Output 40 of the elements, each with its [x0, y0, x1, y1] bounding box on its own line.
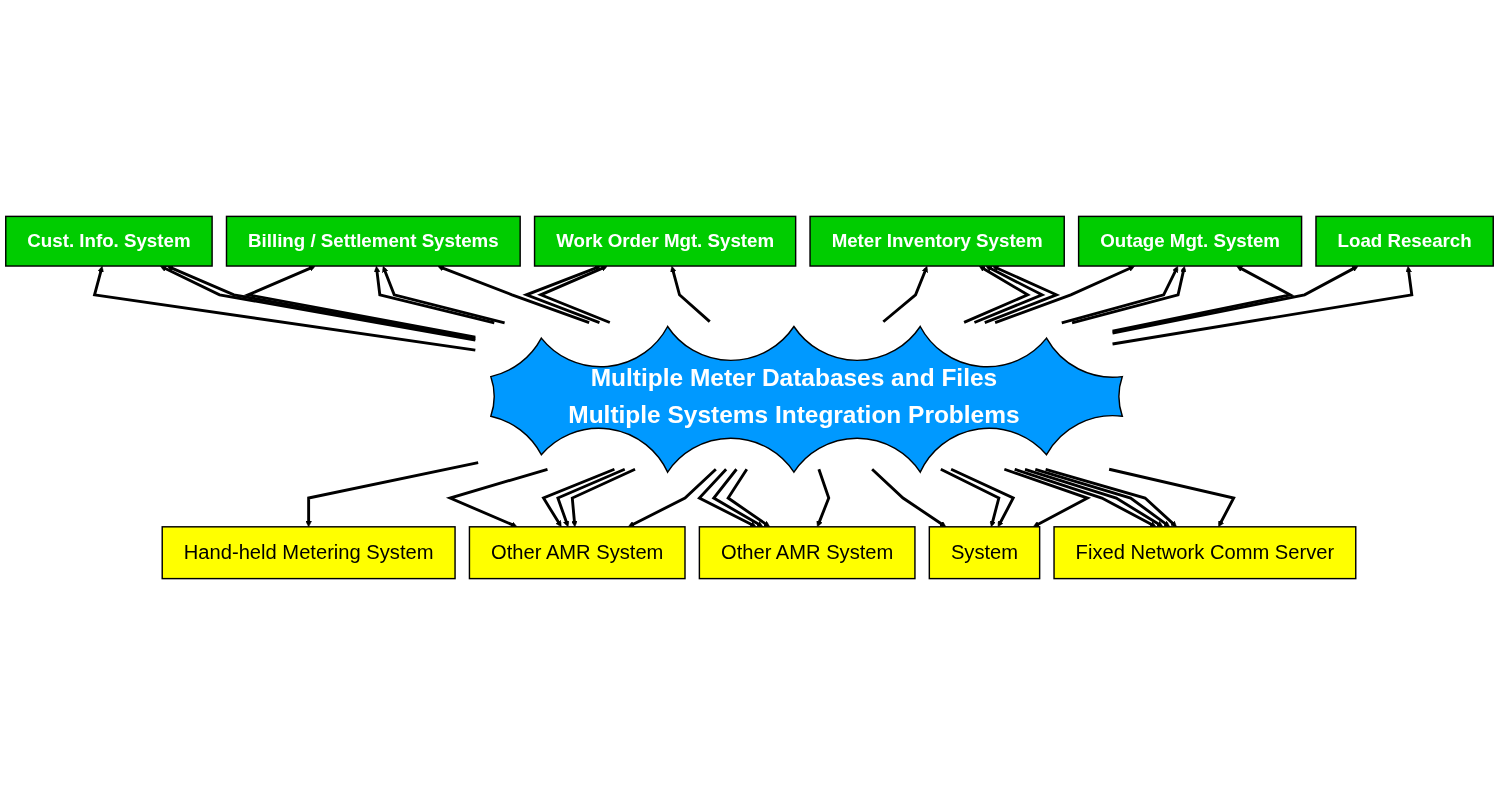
- node-box: Cust. Info. System: [5, 215, 213, 267]
- arrow: [670, 266, 711, 323]
- arrow: [726, 468, 771, 528]
- node-box: Billing / Settlement Systems: [225, 215, 521, 267]
- arrow: [711, 468, 764, 528]
- arrow: [243, 265, 476, 339]
- arrow: [697, 468, 757, 528]
- arrow: [882, 266, 928, 323]
- arrow: [556, 467, 626, 528]
- arrow: [1003, 467, 1092, 528]
- arrow: [437, 265, 590, 324]
- arrow: [963, 265, 1031, 324]
- node-box: Outage Mgt. System: [1077, 215, 1303, 267]
- arrow: [940, 467, 1001, 528]
- node-box: Other AMR System: [698, 526, 916, 580]
- arrow: [973, 265, 1046, 324]
- arrow: [445, 467, 548, 528]
- arrow: [984, 265, 1061, 324]
- arrow: [628, 468, 717, 528]
- arrow: [570, 467, 636, 528]
- node-box: Work Order Mgt. System: [533, 215, 797, 267]
- node-box: System: [928, 526, 1041, 580]
- node-box: Hand-held Metering System: [161, 526, 456, 580]
- node-box: Other AMR System: [468, 526, 686, 580]
- node-box: Meter Inventory System: [809, 215, 1065, 267]
- arrow: [1112, 265, 1295, 333]
- arrow: [522, 265, 601, 324]
- arrow: [305, 461, 479, 528]
- arrow: [950, 467, 1016, 528]
- node-box: Load Research: [1315, 215, 1494, 267]
- arrow: [994, 265, 1135, 324]
- arrow: [541, 467, 615, 528]
- node-box: Fixed Network Comm Server: [1053, 526, 1357, 580]
- arrow: [537, 265, 611, 324]
- arrow: [816, 468, 831, 528]
- arrow: [1112, 265, 1359, 335]
- arrow: [92, 266, 476, 352]
- arrow: [871, 468, 947, 528]
- arrow: [1108, 467, 1236, 528]
- arrow: [1112, 266, 1414, 346]
